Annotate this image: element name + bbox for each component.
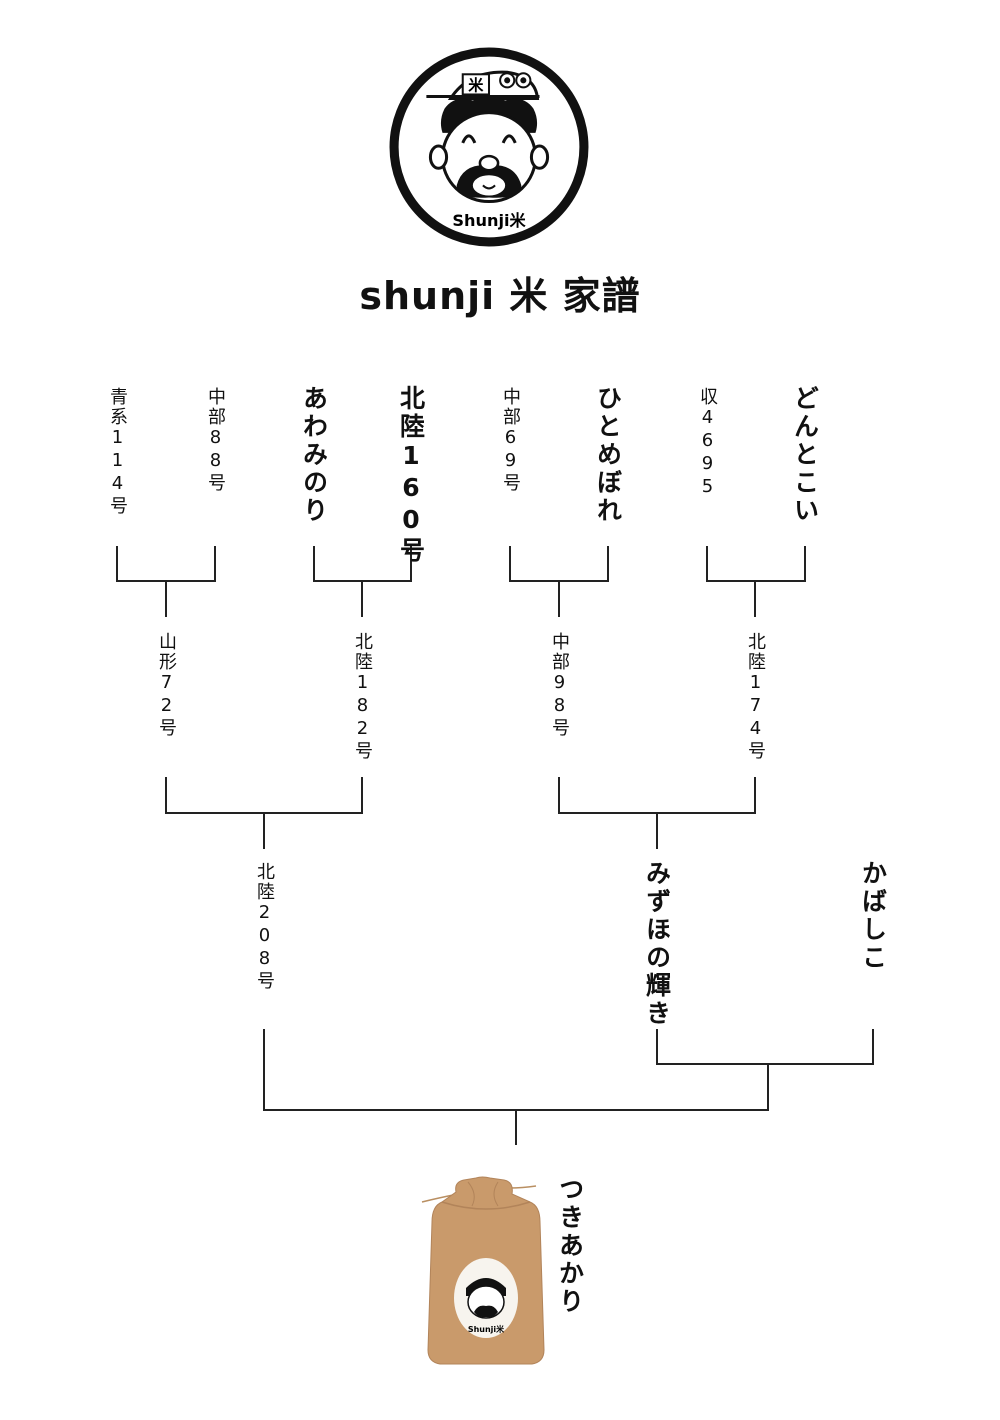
bracket-5: [165, 777, 363, 849]
bracket-2: [313, 546, 412, 617]
variety-label: 中部88号: [205, 387, 226, 493]
bracket-3: [509, 546, 609, 617]
bracket-7: [656, 1029, 874, 1111]
bracket-4: [706, 546, 806, 617]
rice-bag-image: Shunji米: [421, 1176, 545, 1365]
variety-label: 中部98号: [549, 632, 570, 738]
variety-label: 収4695: [697, 387, 718, 499]
logo-text: Shunji米: [452, 211, 526, 230]
result-variety-label: つきあかり: [555, 1176, 585, 1316]
svg-text:米: 米: [468, 76, 484, 94]
variety-label: みずほの輝き: [642, 860, 672, 1028]
variety-label: あわみのり: [299, 385, 329, 525]
variety-label: 北陸182号: [352, 632, 373, 761]
variety-label: どんとこい: [790, 385, 820, 525]
variety-label: ひとめぼれ: [593, 385, 623, 525]
page-title: shunji 米 家譜: [359, 274, 641, 318]
variety-label: 青系114号: [107, 387, 128, 516]
variety-label: 中部69号: [500, 387, 521, 493]
bag-logo-text: Shunji米: [468, 1324, 505, 1334]
bracket-8: [263, 1029, 769, 1145]
variety-label: 北陸208号: [254, 862, 275, 991]
bracket-1: [116, 546, 216, 617]
variety-label: かばしこ: [858, 860, 888, 972]
variety-label: 北陸174号: [745, 632, 766, 761]
variety-label: 山形72号: [156, 632, 177, 738]
shunji-logo: 米 Shunji米: [389, 47, 589, 247]
bracket-6: [558, 777, 756, 849]
variety-label: 北陸160号: [396, 385, 426, 565]
